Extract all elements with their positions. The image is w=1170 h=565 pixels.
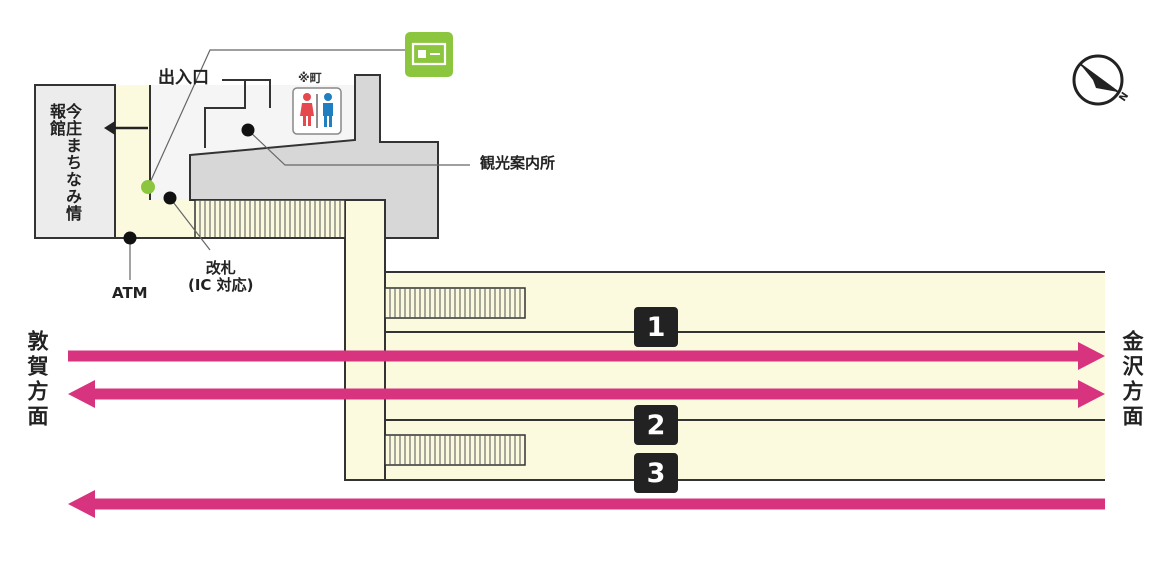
exit-arrow [104, 121, 148, 135]
direction-tsuruga: 敦賀方面 [25, 330, 49, 430]
restroom-icon [292, 87, 342, 135]
underpass [344, 199, 386, 481]
track-badge-3: 3 [634, 453, 678, 493]
train-arrows [68, 342, 1105, 518]
ticket-machine-icon [405, 32, 453, 77]
arrow-track-2-head-left [68, 380, 95, 408]
track-badge-2: 2 [634, 405, 678, 445]
ticket-gate-line1: 改札 [205, 259, 236, 277]
direction-kanazawa: 金沢方面 [1120, 330, 1144, 430]
compass-north-icon: N [1072, 54, 1131, 106]
ticket-gate-marker [163, 191, 177, 205]
tourist-info-label: 観光案内所 [480, 154, 556, 172]
track-badge-1: 1 [634, 307, 678, 347]
platform-2-stairs [384, 434, 526, 466]
tourist-info-marker [241, 123, 255, 137]
town-info-building-label: 今庄まちなみ情報館 [47, 103, 82, 222]
arrow-track-1-head [1078, 342, 1105, 370]
arrow-track-3-head [68, 490, 95, 518]
ticket-gate-label: 改札 (IC 対応) [188, 259, 254, 295]
atm-marker [123, 231, 137, 245]
arrow-track-2-head-right [1078, 380, 1105, 408]
platform-1-stairs [384, 287, 526, 319]
leader-lines [129, 49, 470, 280]
station-outline [35, 79, 1105, 481]
atm-label: ATM [112, 284, 148, 302]
toilet-note-label: ※町 [298, 71, 322, 85]
entrance-label: 出入口 [158, 68, 209, 88]
ticket-gate-line2: (IC 対応) [188, 276, 254, 295]
gate-stairs [194, 199, 346, 239]
ticket-machine-marker [141, 180, 155, 194]
